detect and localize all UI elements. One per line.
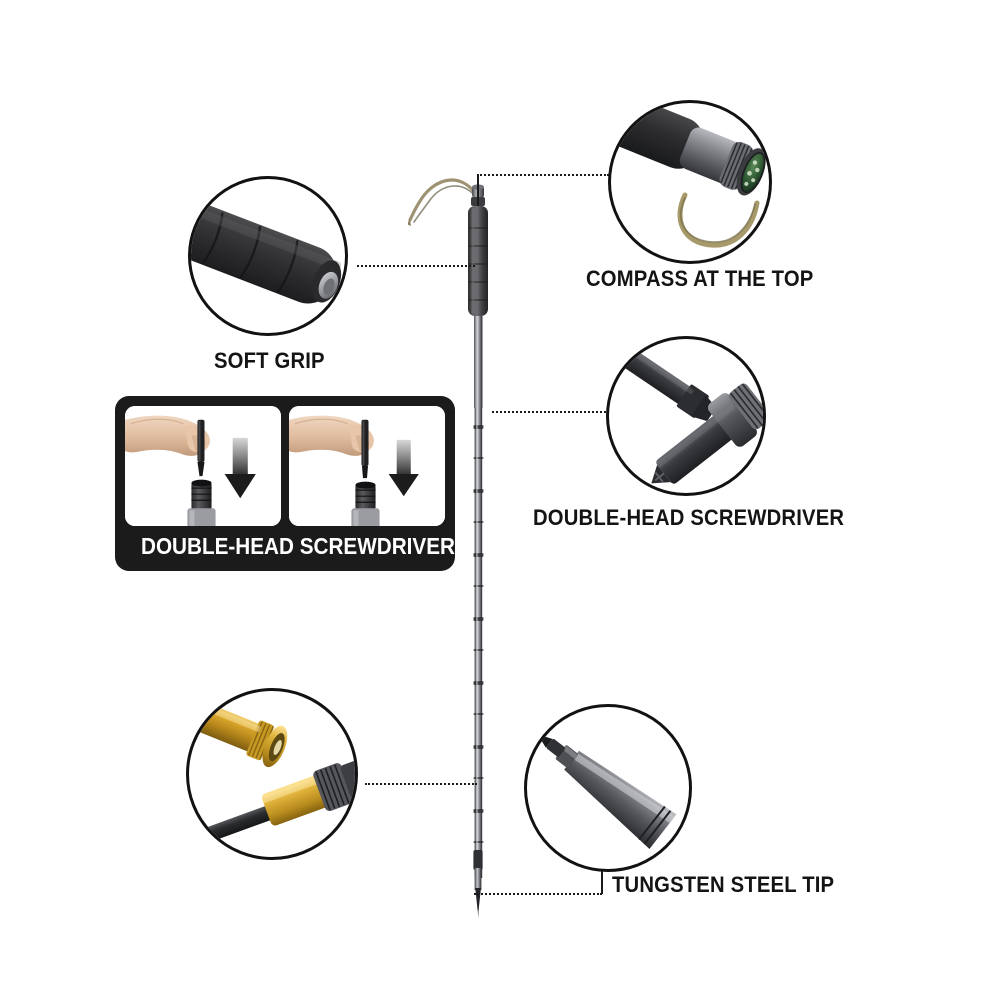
screwdriver-image-clip [609, 339, 763, 493]
callout-tungsten-tip[interactable] [524, 704, 692, 872]
soft-grip-image-clip [191, 179, 345, 333]
callout-compass[interactable] [608, 100, 772, 264]
down-arrow-icon [388, 439, 419, 497]
leader-compass-vertical [477, 174, 479, 206]
label-screwdriver-right: DOUBLE-HEAD SCREWDRIVER [533, 505, 845, 530]
label-compass: COMPASS AT THE TOP [586, 266, 814, 291]
trekking-pole-product [408, 178, 488, 918]
compass-image-clip [611, 103, 769, 261]
foam-soft-grip [468, 206, 488, 316]
pole-socket-icon [187, 479, 216, 526]
leader-tungsten-horizontal [474, 893, 602, 895]
wrist-strap [408, 178, 478, 226]
leader-soft-grip [357, 265, 475, 267]
label-tungsten-tip: TUNGSTEN STEEL TIP [612, 872, 835, 897]
double-head-screwdriver-panel[interactable]: DOUBLE-HEAD SCREWDRIVER [115, 396, 455, 571]
label-soft-grip: SOFT GRIP [214, 348, 325, 373]
callout-screwdriver-bits[interactable] [606, 336, 766, 496]
screwdriver-bit-icon [197, 419, 205, 477]
hand-inserting-bit-icon [125, 406, 281, 526]
panel-label-double-head-screwdriver: DOUBLE-HEAD SCREWDRIVER [141, 533, 455, 559]
screwdriver-bits-icon [612, 342, 763, 484]
leader-brass-joint [365, 783, 477, 785]
tungsten-image-clip [527, 707, 689, 869]
panel-photo-left[interactable] [125, 406, 281, 526]
compass-closeup-icon [611, 103, 766, 248]
tungsten-steel-tip [473, 850, 483, 918]
callout-soft-grip[interactable] [188, 176, 348, 336]
shaft-upper [474, 316, 483, 408]
callout-brass-connector[interactable] [186, 688, 358, 860]
down-arrow-icon [224, 437, 256, 499]
panel-photo-row [125, 406, 445, 526]
screwdriver-bit-icon [361, 419, 369, 479]
leader-compass-horizontal [477, 174, 609, 176]
brass-connector-icon [189, 700, 355, 846]
pole-socket-icon [351, 481, 380, 526]
panel-photo-right[interactable] [289, 406, 445, 526]
leader-screwdriver [492, 411, 614, 413]
grip-closeup-icon [191, 200, 342, 304]
hand-inserting-bit-icon [289, 406, 445, 526]
telescoping-shaft [473, 408, 484, 878]
brass-image-clip [189, 691, 355, 857]
tungsten-tip-icon [541, 736, 677, 849]
